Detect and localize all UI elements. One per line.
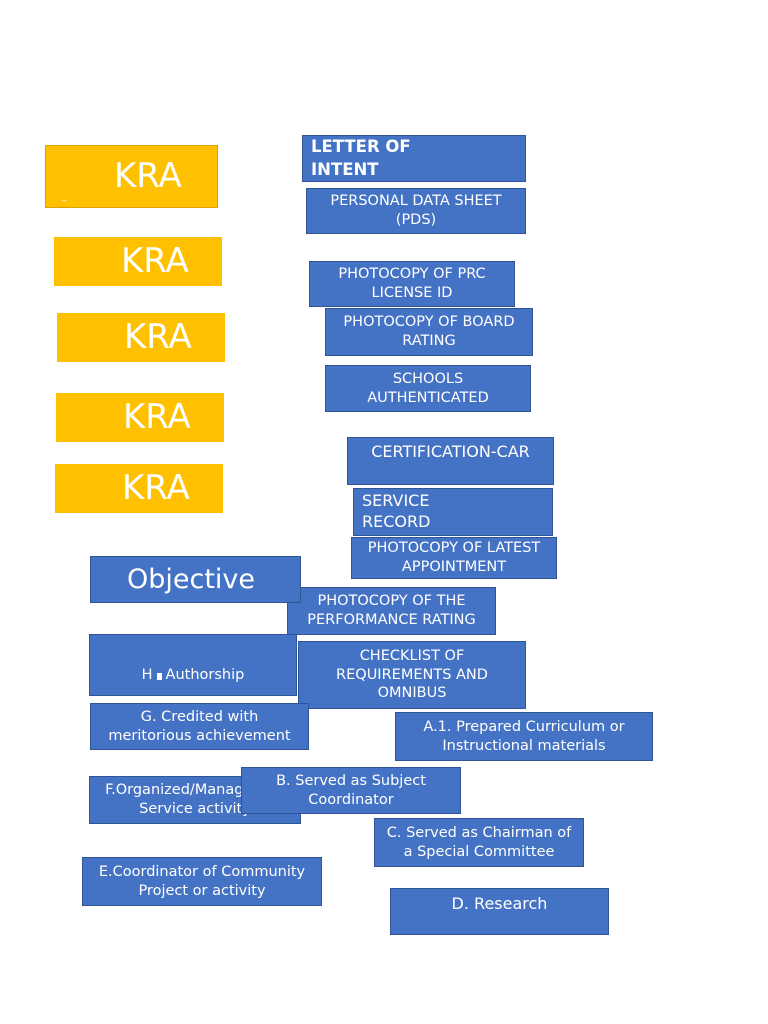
subject-coordinator-label: B. Served as Subject Coordinator: [276, 772, 426, 808]
kra-label: KRA: [123, 397, 191, 438]
community-project-label: E.Coordinator of Community Project or ac…: [98, 863, 306, 899]
latest-appointment-label: PHOTOCOPY OF LATEST APPOINTMENT: [367, 540, 541, 575]
special-committee-box: C. Served as Chairman of a Special Commi…: [374, 818, 584, 867]
objective-title: Objective: [127, 563, 256, 595]
authorship-letter: H: [141, 667, 153, 684]
research-label: D. Research: [451, 894, 548, 913]
board-rating-box: PHOTOCOPY OF BOARD RATING: [325, 308, 533, 356]
kra-box-2: KRA: [54, 237, 222, 286]
kra-box-5: KRA: [55, 464, 223, 513]
kra-label: KRA: [122, 468, 190, 509]
board-rating-label: PHOTOCOPY OF BOARD RATING: [343, 314, 515, 349]
certification-car-box: CERTIFICATION-CAR: [347, 437, 554, 485]
bullet-square-icon: [156, 673, 162, 681]
kra-mark: _: [62, 192, 67, 203]
special-committee-label: C. Served as Chairman of a Special Commi…: [386, 824, 572, 860]
kra-label: KRA: [124, 317, 192, 358]
checklist-label: CHECKLIST OF REQUIREMENTS AND OMNIBUS: [336, 647, 488, 702]
certification-car-label: CERTIFICATION-CAR: [371, 442, 530, 461]
prc-license-label: PHOTOCOPY OF PRC LICENSE ID: [338, 266, 486, 301]
schools-authenticated-box: SCHOOLS AUTHENTICATED: [325, 365, 531, 412]
kra-box-4: KRA: [56, 393, 224, 442]
meritorious-label: G. Credited with meritorious achievement: [108, 708, 291, 744]
service-record-box: SERVICE RECORD: [353, 488, 553, 536]
service-record-label: SERVICE RECORD: [362, 491, 431, 531]
authorship-label: H Authorship: [142, 666, 245, 685]
letter-of-intent-label: LETTER OF INTENT: [311, 137, 411, 179]
latest-appointment-box: PHOTOCOPY OF LATEST APPOINTMENT: [351, 537, 557, 579]
objective-box: Objective: [90, 556, 301, 603]
meritorious-box: G. Credited with meritorious achievement: [90, 703, 309, 750]
prc-license-box: PHOTOCOPY OF PRC LICENSE ID: [309, 261, 515, 307]
pds-box: PERSONAL DATA SHEET (PDS): [306, 188, 526, 234]
kra-box-3: KRA: [57, 313, 225, 362]
research-box: D. Research: [390, 888, 609, 935]
kra-box-1: KRA _: [45, 145, 218, 208]
in-service-label: F.Organized/Managed In-Service activity: [105, 782, 285, 817]
performance-rating-box: PHOTOCOPY OF THE PERFORMANCE RATING: [287, 587, 496, 635]
community-project-box: E.Coordinator of Community Project or ac…: [82, 857, 322, 906]
schools-authenticated-label: SCHOOLS AUTHENTICATED: [367, 370, 489, 406]
subject-coordinator-box: B. Served as Subject Coordinator: [241, 767, 461, 814]
authorship-text: Authorship: [165, 667, 245, 684]
checklist-box: CHECKLIST OF REQUIREMENTS AND OMNIBUS: [298, 641, 526, 709]
letter-of-intent-box: LETTER OF INTENT: [302, 135, 526, 182]
pds-label: PERSONAL DATA SHEET (PDS): [330, 193, 502, 228]
curriculum-label: A.1. Prepared Curriculum or Instructiona…: [423, 718, 625, 754]
curriculum-box: A.1. Prepared Curriculum or Instructiona…: [395, 712, 653, 761]
kra-label: KRA: [114, 156, 182, 197]
performance-rating-label: PHOTOCOPY OF THE PERFORMANCE RATING: [307, 593, 476, 628]
authorship-box: H Authorship: [89, 634, 297, 696]
kra-label: KRA: [121, 241, 189, 282]
